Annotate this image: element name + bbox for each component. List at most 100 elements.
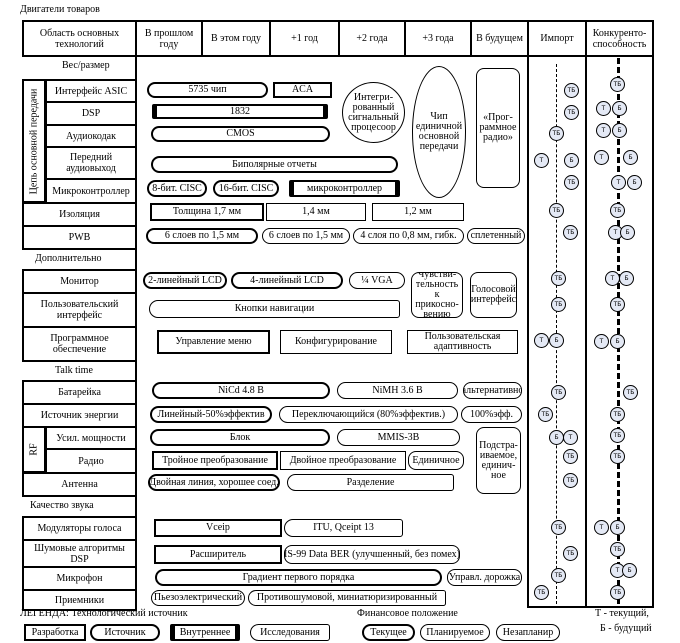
header-cell: Импорт xyxy=(527,20,587,57)
import-marker: T xyxy=(563,430,578,445)
competitiveness-marker: T xyxy=(594,150,609,165)
tech-item-noise2: IS-99 Data BER (улучшенный, без помех) xyxy=(284,545,460,564)
legend-finance-2: Незапланир xyxy=(496,624,560,641)
row-label: Источник энергии xyxy=(22,403,137,428)
tech-item-tunable: Подстра-иваемое, единич-ное xyxy=(476,427,521,494)
row-label: Радио xyxy=(45,448,137,475)
tech-item-mon2: 4-линейный LCD xyxy=(231,272,343,289)
row-label: Усил. мощности xyxy=(45,426,137,451)
tech-item-pwb2: 6 слоев по 1,5 мм xyxy=(262,228,350,244)
row-label: Аудиокодак xyxy=(45,124,137,148)
competitiveness-marker: T xyxy=(596,101,611,116)
section-label: Вес/размер xyxy=(62,60,110,71)
competitiveness-marker: T xyxy=(611,175,626,190)
tech-item-noise1: Расширитель xyxy=(154,545,282,564)
competitiveness-marker: TБ xyxy=(610,428,625,443)
tech-item-mon3: ¼ VGA xyxy=(349,272,405,289)
tech-item-mic1: Градиент первого порядка xyxy=(155,569,442,586)
header-cell: В будущем xyxy=(470,20,529,57)
tech-item-mc1: 8-бит. CISC xyxy=(147,180,207,197)
import-marker: TБ xyxy=(551,297,566,312)
legend-title: ЛЕГЕНДА: Технологический источник xyxy=(20,608,188,619)
tech-item-radio: «Прог-раммное радио» xyxy=(476,68,520,188)
row-label: Интерфейс ASIC xyxy=(45,79,137,103)
key-future: Б - будущий xyxy=(600,623,652,634)
import-marker: T xyxy=(534,153,549,168)
legend-finance-1: Планируемое xyxy=(420,624,490,641)
group-chain: Цепь основной передачи xyxy=(22,79,46,203)
key-current: Т - текущий, xyxy=(595,608,649,619)
tech-item-pwb3: 4 слоя по 0,8 мм, гибк. xyxy=(353,228,464,244)
tech-item-bat3: альтернативно xyxy=(463,382,522,399)
import-marker: TБ xyxy=(551,520,566,535)
tech-item-bat2: NiMH 3.6 В xyxy=(337,382,458,399)
import-marker: TБ xyxy=(538,407,553,422)
competitiveness-marker: TБ xyxy=(623,385,638,400)
row-label: Батарейка xyxy=(22,380,137,405)
competitiveness-column xyxy=(585,55,654,608)
tech-item-pow1: Линейный-50%эффектив xyxy=(150,406,272,423)
header-cell: +3 года xyxy=(404,20,472,57)
tech-item-pwb1: 6 слоев по 1,5 мм xyxy=(146,228,258,244)
financial-title: Финансовое положение xyxy=(357,608,458,619)
competitiveness-marker: TБ xyxy=(610,449,625,464)
import-marker: TБ xyxy=(563,546,578,561)
row-label: Модуляторы голоса xyxy=(22,516,137,541)
row-label: Монитор xyxy=(22,269,137,294)
competitiveness-marker: Б xyxy=(627,175,642,190)
row-label: Микроконтроллер xyxy=(45,178,137,205)
competitiveness-marker: Б xyxy=(610,334,625,349)
import-column xyxy=(527,55,587,608)
legend-source-1: Источник xyxy=(90,624,160,641)
competitiveness-marker: TБ xyxy=(610,203,625,218)
tech-item-touch: Чувстви-тельность к прикосно-вению xyxy=(411,272,463,318)
import-marker: TБ xyxy=(563,449,578,464)
competitiveness-marker: TБ xyxy=(610,585,625,600)
tech-item-sw1: Управление меню xyxy=(157,330,270,354)
legend-source-0: Разработка xyxy=(24,624,86,641)
tech-item-pow3: 100%эфф. xyxy=(461,406,522,423)
import-marker: TБ xyxy=(563,473,578,488)
tech-item-isp: Интегри-рованный сигнальный процесоор xyxy=(342,82,405,143)
tech-item-ant1: Двойная линия, хорошее соед. xyxy=(148,474,280,491)
group-label: RF xyxy=(28,443,40,456)
row-label: Пользовательский интерфейс xyxy=(22,292,137,328)
header-cell: +2 года xyxy=(338,20,406,57)
tech-item-iso3: 1,2 мм xyxy=(372,203,464,221)
row-label: Приемники xyxy=(22,589,137,611)
tech-item-ant2: Разделение xyxy=(287,474,454,491)
import-marker: Б xyxy=(564,153,579,168)
tech-item-bat1: NiCd 4.8 В xyxy=(152,382,330,399)
tech-item-pow2: Переключающийся (80%эффектив.) xyxy=(279,406,458,423)
header-cell: В прошлом году xyxy=(135,20,203,57)
tech-item-cmos: CMOS xyxy=(151,126,330,142)
tech-item-mod2: ITU, Qceipt 13 xyxy=(284,519,403,537)
competitiveness-marker: Б xyxy=(619,271,634,286)
row-label: Микрофон xyxy=(22,566,137,591)
row-label: DSP xyxy=(45,101,137,126)
tech-item-chip: Чип единичной основной передачи xyxy=(412,66,466,198)
section-label: Talk time xyxy=(55,365,93,376)
header-cell: Конкуренто-способность xyxy=(585,20,654,57)
competitiveness-marker: Б xyxy=(610,520,625,535)
competitiveness-marker: TБ xyxy=(610,407,625,422)
tech-item-amp1: Блок xyxy=(150,429,330,446)
tech-item-iso1: Толщина 1,7 мм xyxy=(150,203,264,221)
import-marker: TБ xyxy=(563,225,578,240)
import-marker: Б xyxy=(549,333,564,348)
tech-item-mic2: Управл. дорожка xyxy=(447,569,522,586)
row-label: Антенна xyxy=(22,472,137,497)
import-marker: TБ xyxy=(564,105,579,120)
import-marker: TБ xyxy=(549,203,564,218)
tech-item-rec1: Пьезоэлектрический xyxy=(151,590,245,606)
competitiveness-marker: T xyxy=(594,520,609,535)
section-label: Качество звука xyxy=(30,500,94,511)
competitiveness-marker: Б xyxy=(623,150,638,165)
import-marker: TБ xyxy=(549,126,564,141)
tech-item-mod1: Vceip xyxy=(154,519,282,537)
competitiveness-marker: T xyxy=(596,123,611,138)
legend-source-2: Внутреннее xyxy=(170,624,240,641)
row-label: Программное обеспечение xyxy=(22,326,137,362)
tech-item-mon1: 2-линейный LCD xyxy=(143,272,227,289)
group-label: Цепь основной передачи xyxy=(28,88,40,194)
